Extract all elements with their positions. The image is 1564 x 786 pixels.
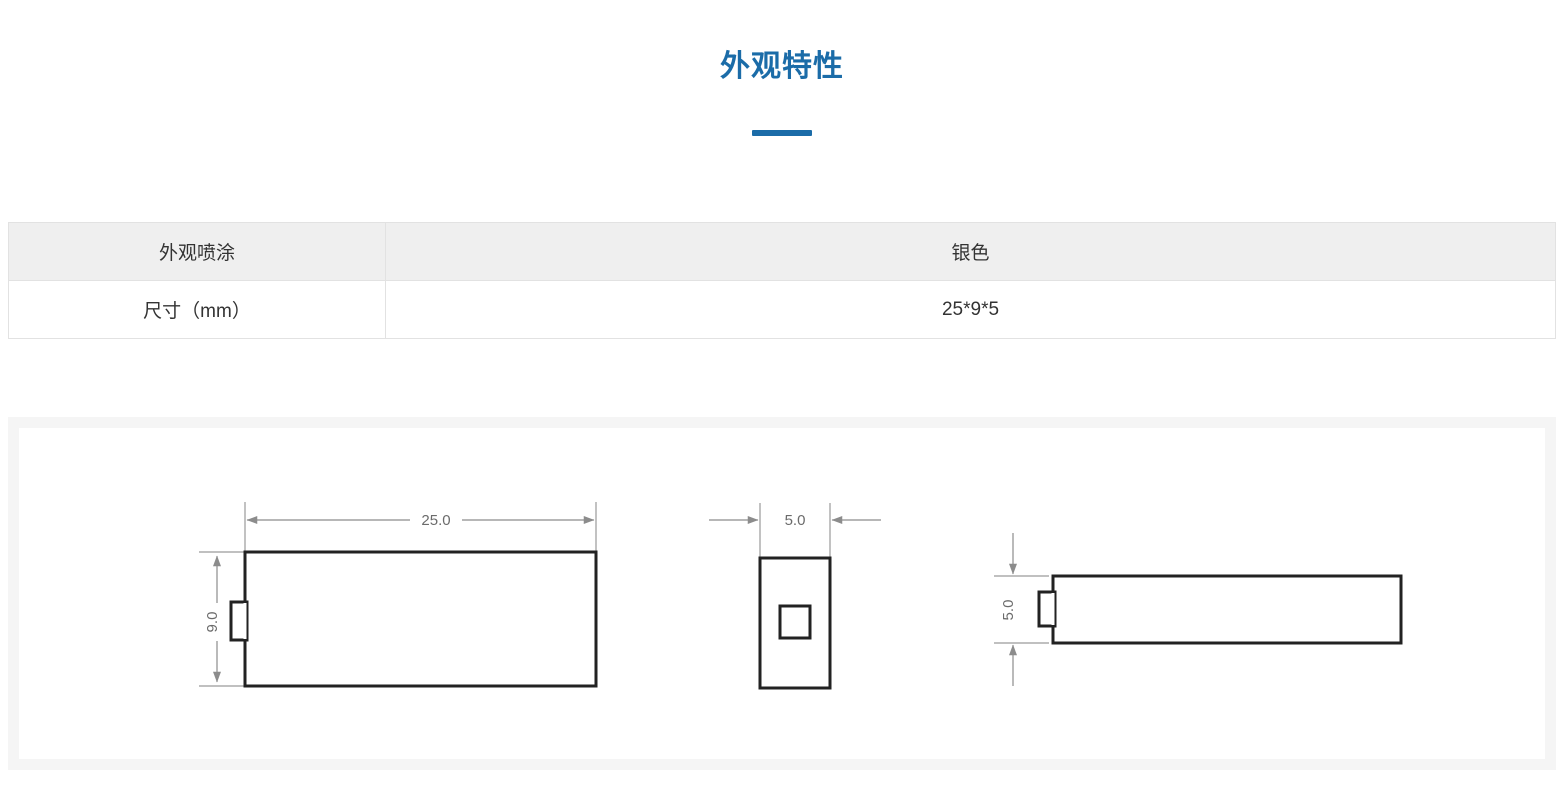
table-row: 外观喷涂 银色 bbox=[8, 222, 1556, 281]
section-header: 外观特性 bbox=[0, 46, 1564, 136]
technical-drawing-canvas: 25.0 9.0 bbox=[19, 428, 1545, 759]
extension-lines-side-view bbox=[994, 575, 1049, 644]
end-view-connector-aperture bbox=[778, 604, 812, 640]
spec-label-dimensions: 尺寸（mm） bbox=[8, 280, 386, 339]
dimension-thickness-5-horizontal: 5.0 bbox=[709, 512, 881, 529]
spec-label-appearance-coating: 外观喷涂 bbox=[8, 222, 386, 281]
dimension-label-5-0-end-view: 5.0 bbox=[785, 512, 806, 529]
dimension-thickness-5-vertical: 5.0 bbox=[1000, 533, 1017, 686]
appearance-spec-table: 外观喷涂 银色 尺寸（mm） 25*9*5 bbox=[8, 222, 1556, 339]
table-row: 尺寸（mm） 25*9*5 bbox=[8, 280, 1556, 339]
dimension-label-5-0-side-view: 5.0 bbox=[1000, 600, 1017, 621]
title-underline-rule bbox=[752, 130, 812, 136]
spec-value-dimensions: 25*9*5 bbox=[385, 280, 1556, 339]
dimension-width-9: 9.0 bbox=[204, 555, 221, 683]
dimension-length-25: 25.0 bbox=[246, 512, 595, 529]
drawing-view-top: 25.0 9.0 bbox=[199, 502, 598, 688]
side-view-body-outline bbox=[1051, 574, 1403, 645]
page-title: 外观特性 bbox=[720, 50, 844, 83]
dimension-label-9-0: 9.0 bbox=[204, 612, 221, 633]
spec-value-appearance-coating: 银色 bbox=[385, 222, 1556, 281]
side-view-connector-tab bbox=[1037, 590, 1057, 628]
dimension-label-25-0: 25.0 bbox=[421, 512, 450, 529]
extension-lines-end-view bbox=[759, 503, 831, 558]
technical-drawing-panel: 25.0 9.0 bbox=[8, 417, 1556, 770]
top-view-connector-tab bbox=[229, 600, 249, 642]
dimension-drawing-svg: 25.0 9.0 bbox=[199, 502, 1403, 690]
top-view-body-outline bbox=[243, 550, 598, 688]
drawing-view-end: 5.0 bbox=[709, 503, 881, 690]
drawing-view-side: 5.0 bbox=[994, 533, 1403, 686]
